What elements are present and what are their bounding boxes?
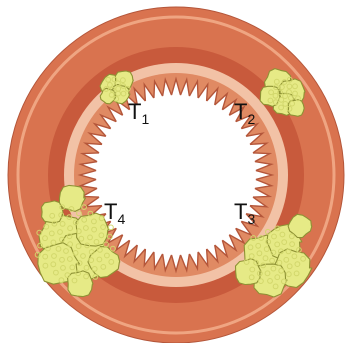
tumor-lobe <box>42 201 64 223</box>
label-t4-main: T <box>104 199 117 224</box>
label-t4-sub: 4 <box>117 211 125 227</box>
lumen <box>96 95 256 255</box>
label-t2-sub: 2 <box>247 111 255 127</box>
label-t1-sub: 1 <box>141 111 149 127</box>
label-t2-main: T <box>234 99 247 124</box>
label-t3-main: T <box>234 199 247 224</box>
label-t1-main: T <box>128 99 141 124</box>
label-t3-sub: 3 <box>247 211 255 227</box>
